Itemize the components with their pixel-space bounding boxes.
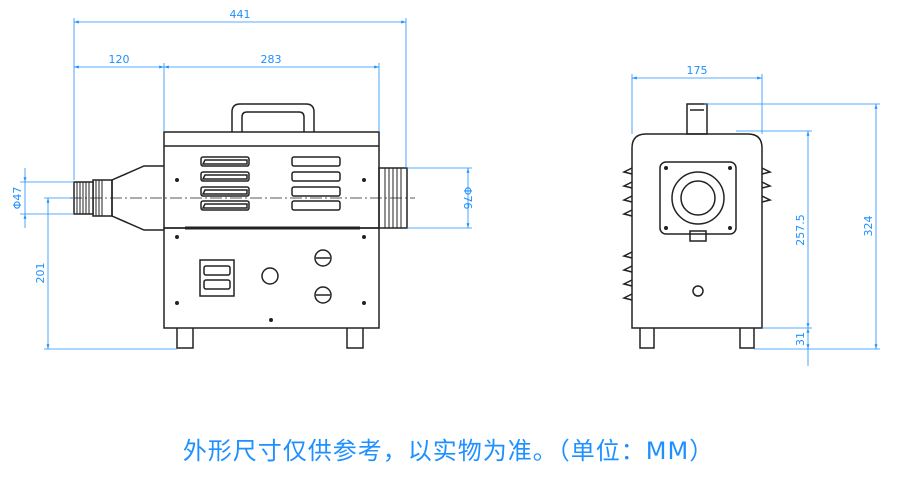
side-body (631, 133, 763, 329)
lower-housing (163, 227, 380, 329)
louvers-right (291, 156, 341, 211)
dim-text-47: Φ47 (11, 187, 24, 210)
dim-text-175: 175 (687, 64, 708, 77)
knob-top (314, 249, 332, 267)
dim-text-2575: 257.5 (794, 214, 807, 246)
knob-bottom (314, 286, 332, 304)
dim-text-120: 120 (109, 53, 130, 66)
unit-caption: 外形尺寸仅供参考，以实物为准。（单位：MM） (182, 437, 715, 465)
outlet-plate (659, 161, 737, 235)
side-foot-right (739, 328, 755, 349)
switch-panel (199, 259, 235, 297)
side-indicator (692, 285, 704, 297)
foot-right (346, 328, 364, 349)
indicator (261, 267, 279, 285)
dimension-lines (20, 18, 880, 366)
dim-text-324: 324 (862, 216, 875, 237)
dim-text-76: Φ76 (461, 187, 474, 210)
side-view (621, 103, 773, 349)
side-foot-left (639, 328, 655, 349)
dim-text-441: 441 (230, 8, 251, 21)
dim-text-201: 201 (34, 263, 47, 284)
top-handle (686, 103, 708, 135)
handle (231, 103, 315, 132)
front-view (70, 103, 415, 349)
dim-text-283: 283 (261, 53, 282, 66)
foot-left (176, 328, 194, 349)
fins-right (761, 167, 773, 203)
dim-text-31: 31 (794, 332, 807, 346)
fins-left (621, 167, 633, 301)
louvers-left (200, 156, 250, 211)
